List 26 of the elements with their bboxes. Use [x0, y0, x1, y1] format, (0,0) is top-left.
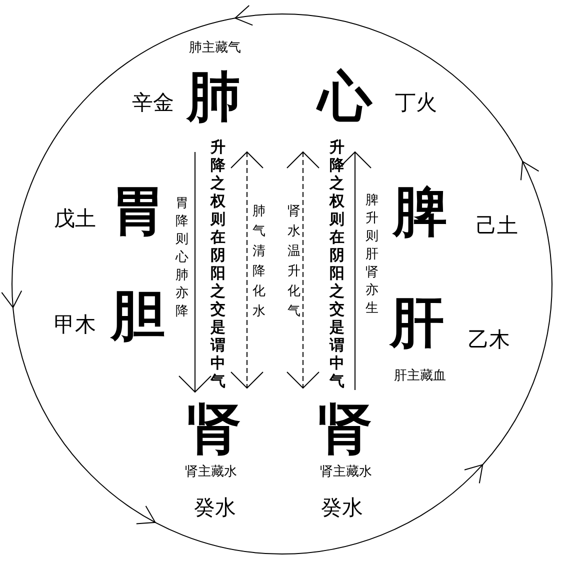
note-text: 肝主藏血 [394, 370, 446, 382]
organ-character: 肾 [318, 401, 372, 455]
organ-character: 脾 [393, 184, 447, 238]
element-label: 甲木 [54, 314, 96, 336]
organ-character: 心 [318, 69, 372, 123]
note-text: 肺主藏气 [189, 42, 241, 54]
element-label: 癸水 [194, 498, 236, 518]
note-text: 肾主藏水 [185, 466, 237, 478]
vertical-caption: 脾升则肝肾亦生 [366, 192, 378, 318]
element-label: 丁火 [395, 92, 437, 114]
vertical-caption: 胃降则心肺亦降 [176, 195, 188, 321]
organ-character: 肾 [187, 401, 241, 455]
organ-character: 肝 [390, 295, 444, 349]
element-label: 己土 [476, 216, 518, 236]
vertical-caption: 升降之权则在阴阳之交是谓中气 [210, 138, 226, 390]
vertical-caption: 肺气清降化水 [252, 203, 266, 321]
note-text: 肾主藏水 [320, 466, 372, 478]
organ-character: 肺 [187, 69, 241, 123]
vertical-caption: 升降之权则在阴阳之交是谓中气 [330, 138, 344, 390]
organ-character: 胃 [111, 183, 165, 237]
organ-character: 胆 [111, 288, 165, 342]
element-label: 乙木 [468, 330, 510, 350]
element-label: 癸水 [321, 498, 363, 518]
element-label: 戊土 [54, 208, 96, 230]
element-label: 辛金 [132, 92, 174, 114]
vertical-caption: 肾水温升化气 [288, 203, 300, 321]
